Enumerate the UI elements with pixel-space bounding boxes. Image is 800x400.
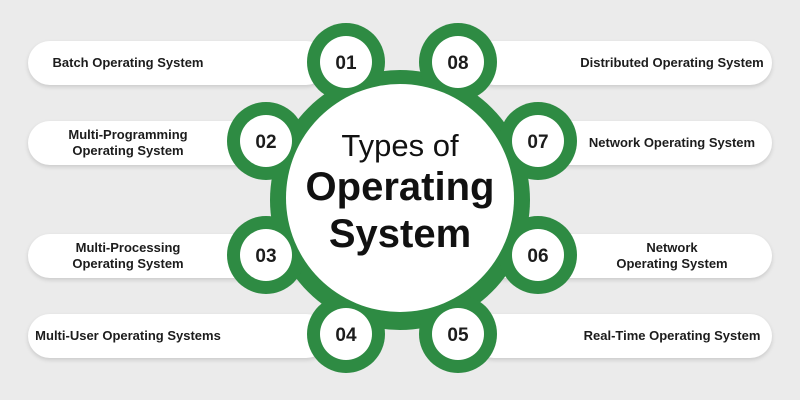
badge-06: [512, 229, 564, 281]
badge-03: [240, 229, 292, 281]
badge-05: [432, 308, 484, 360]
badge-number-08: 08: [447, 53, 468, 74]
center-circle: [286, 84, 514, 312]
badge-08: [432, 36, 484, 88]
item-label-04: Multi-User Operating Systems: [28, 314, 328, 358]
badge-07: [512, 115, 564, 167]
badge-number-02: 02: [255, 132, 276, 153]
badge-number-07: 07: [527, 132, 548, 153]
item-label-05: Real-Time Operating System: [472, 314, 772, 358]
title-line-1: Types of: [341, 128, 459, 163]
badge-number-03: 03: [255, 246, 276, 267]
badge-01: [320, 36, 372, 88]
item-label-01: Batch Operating System: [28, 41, 328, 85]
title-line-3: System: [328, 212, 472, 256]
badge-number-01: 01: [335, 53, 357, 74]
item-label-08: Distributed Operating System: [472, 41, 772, 85]
badge-02: [240, 115, 292, 167]
badge-number-06: 06: [527, 246, 548, 267]
badge-04: [320, 308, 372, 360]
badge-number-04: 04: [335, 325, 357, 346]
badge-number-05: 05: [447, 325, 469, 346]
title-line-2: Operating: [305, 165, 495, 209]
